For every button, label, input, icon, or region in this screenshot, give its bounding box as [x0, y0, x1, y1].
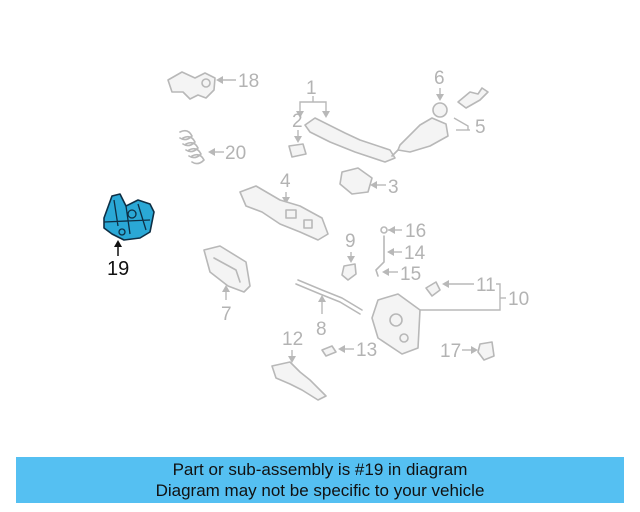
callout-6: 6: [434, 68, 445, 89]
callout-5: 5: [475, 117, 486, 138]
callout-9: 9: [345, 231, 356, 252]
banner-line-1: Part or sub-assembly is #19 in diagram: [172, 460, 468, 479]
callout-12: 12: [282, 329, 303, 350]
callout-11: 11: [476, 275, 496, 296]
part-10-11: 11 10: [371, 275, 529, 355]
callout-15: 15: [400, 264, 421, 285]
callout-14: 14: [404, 243, 426, 264]
part-18: 18: [167, 71, 259, 100]
parts-diagram: 18 20 1 2 3 6 5: [103, 68, 529, 401]
callout-18: 18: [238, 71, 259, 92]
callout-2: 2: [292, 111, 303, 132]
part-4: 4: [239, 171, 329, 241]
part-5-6: 6 5: [391, 68, 489, 157]
part-9: 9: [341, 231, 357, 281]
callout-20: 20: [225, 143, 246, 164]
part-8: 8: [295, 279, 363, 340]
part-12: 12: [271, 329, 327, 401]
callout-10: 10: [508, 289, 529, 310]
part-14-16: 16 14 15: [375, 221, 426, 285]
part-17: 17: [440, 341, 495, 362]
callout-7: 7: [221, 304, 232, 325]
callout-16: 16: [405, 221, 426, 242]
part-2: 2: [288, 111, 307, 158]
callout-8: 8: [316, 319, 327, 340]
part-13: 13: [321, 340, 377, 361]
part-19-highlighted: 19: [103, 193, 155, 280]
part-1: 1: [296, 78, 396, 163]
part-20: 20: [179, 129, 246, 165]
callout-4: 4: [280, 171, 291, 192]
callout-19: 19: [107, 258, 129, 280]
banner-line-2: Diagram may not be specific to your vehi…: [155, 481, 485, 500]
callout-17: 17: [440, 341, 461, 362]
info-banner: Part or sub-assembly is #19 in diagram D…: [16, 457, 624, 503]
callout-1: 1: [306, 78, 317, 99]
callout-3: 3: [388, 177, 399, 198]
callout-13: 13: [356, 340, 377, 361]
part-3: 3: [339, 167, 399, 198]
part-7: 7: [203, 245, 251, 325]
